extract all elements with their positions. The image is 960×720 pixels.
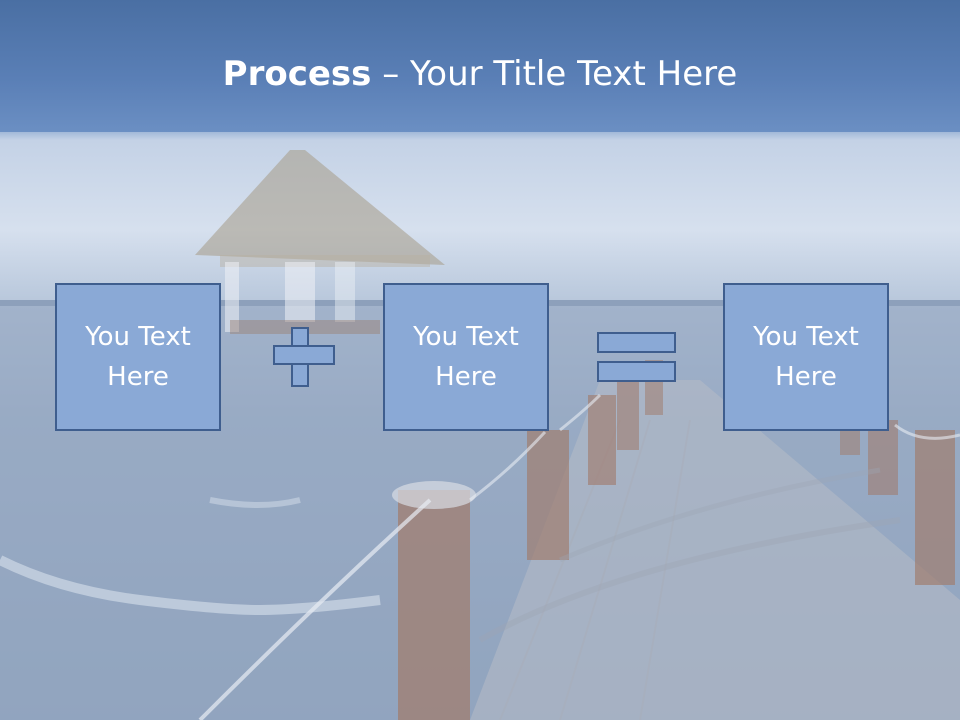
process-box-3-label: You Text Here — [753, 322, 859, 392]
equals-top-bar — [597, 332, 676, 353]
process-box-2[interactable]: You Text Here — [383, 283, 549, 431]
title-bold: Process — [222, 54, 372, 94]
process-box-1-label: You Text Here — [85, 322, 191, 392]
title-band — [0, 0, 960, 132]
process-box-1[interactable]: You Text Here — [55, 283, 221, 431]
equals-bottom-bar — [597, 361, 676, 382]
title-dash: – — [371, 54, 411, 94]
process-box-2-label: You Text Here — [413, 322, 519, 392]
plus-center-fill — [293, 347, 307, 363]
title-rest: Your Title Text Here — [410, 54, 738, 94]
slide-title: Process – Your Title Text Here — [0, 52, 960, 96]
process-box-3[interactable]: You Text Here — [723, 283, 889, 431]
